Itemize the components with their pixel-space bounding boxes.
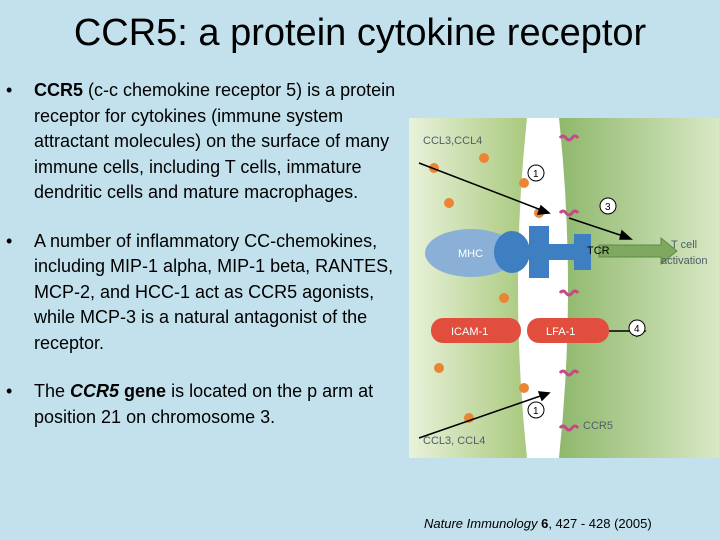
bullet-3-text-b: is located on the p arm at position 21 o… (34, 381, 374, 427)
receptor-top (558, 134, 580, 142)
step-circle-1-top (527, 164, 545, 182)
receptor-lower (558, 289, 580, 297)
step-number-4: 4 (634, 324, 640, 335)
bullet-1-term: CCR5 (34, 80, 84, 100)
chemokines (429, 153, 544, 423)
step-circle-1-bottom (527, 401, 545, 419)
receptor-group (558, 134, 580, 432)
arrow-chemokine-top (418, 162, 550, 214)
chemokine-dot (434, 363, 444, 373)
bullet-dot: • (6, 381, 13, 401)
chemokine-dot (519, 178, 529, 188)
bullet-3: • The CCR5 gene is located on the p arm … (6, 379, 401, 430)
step-circle-3 (599, 197, 617, 215)
label-tcr: TCR (587, 245, 610, 257)
right-cell (559, 118, 719, 458)
label-lfa: LFA-1 (546, 326, 575, 338)
label-icam: ICAM-1 (451, 326, 488, 338)
step-number-1-top: 1 (533, 169, 539, 180)
bullet-3-text-a: The (34, 381, 71, 401)
slide-title: CCR5: a protein cytokine receptor (73, 12, 647, 54)
citation-journal: Nature Immunology (424, 516, 538, 531)
left-cell (409, 118, 527, 458)
receptor-mid (558, 209, 580, 217)
bullet-2-text: A number of inflammatory CC-chemokines, … (34, 230, 394, 353)
bullet-list: • CCR5 (c-c chemokine receptor 5) is a p… (6, 78, 401, 453)
bullet-1: • CCR5 (c-c chemokine receptor 5) is a p… (6, 78, 401, 206)
tcr-receptor (529, 226, 591, 278)
mhc-protein (494, 231, 530, 273)
arrow-head (536, 204, 551, 215)
label-ccr5: CCR5 (583, 420, 613, 432)
label-ccl-top: CCL3,CCL4 (423, 135, 482, 147)
step-number-1-bottom: 1 (533, 406, 539, 417)
arrow-head (537, 391, 551, 402)
lfa-bar (527, 318, 609, 343)
bullet-dot: • (6, 80, 13, 100)
label-mhc: MHC (458, 248, 483, 260)
arrow-head (619, 229, 633, 240)
ccr5-figure: CCL3,CCL4 CCL3, CCL4 MHC TCR T cell acti… (409, 118, 719, 458)
chemokine-dot (479, 153, 489, 163)
ccr5-diagram: CCL3,CCL4 CCL3, CCL4 MHC TCR T cell acti… (409, 118, 719, 458)
citation-pages: , 427 - 428 (2005) (548, 516, 652, 531)
chemokine-dot (444, 198, 454, 208)
label-t-cell: T cell (671, 239, 697, 251)
icam-bar (431, 318, 521, 343)
step-circles (527, 164, 646, 419)
arrow-activation-1 (568, 217, 630, 239)
receptor-bottom-2 (558, 424, 580, 432)
chemokine-dot (499, 293, 509, 303)
label-activation: activation (661, 255, 707, 267)
bullet-1-text: (c-c chemokine receptor 5) is a protein … (34, 80, 396, 202)
bullet-3-gene-word: gene (119, 381, 167, 401)
arrow-chemokine-bottom (418, 392, 550, 439)
step-number-3: 3 (605, 202, 611, 213)
mhc-shape (425, 229, 517, 277)
bullet-dot: • (6, 230, 13, 251)
citation: Nature Immunology 6, 427 - 428 (2005) (424, 516, 652, 531)
t-cell-activation-arrow (598, 236, 678, 266)
citation-volume: 6 (541, 516, 549, 531)
arrows (418, 162, 647, 439)
chemokine-dot (519, 383, 529, 393)
bullet-2: • A number of inflammatory CC-chemokines… (6, 229, 401, 357)
step-circle-4 (628, 319, 646, 337)
receptor-bottom (558, 369, 580, 377)
label-ccl-bottom: CCL3, CCL4 (423, 435, 485, 447)
bullet-3-gene-name: CCR5 (70, 381, 120, 401)
